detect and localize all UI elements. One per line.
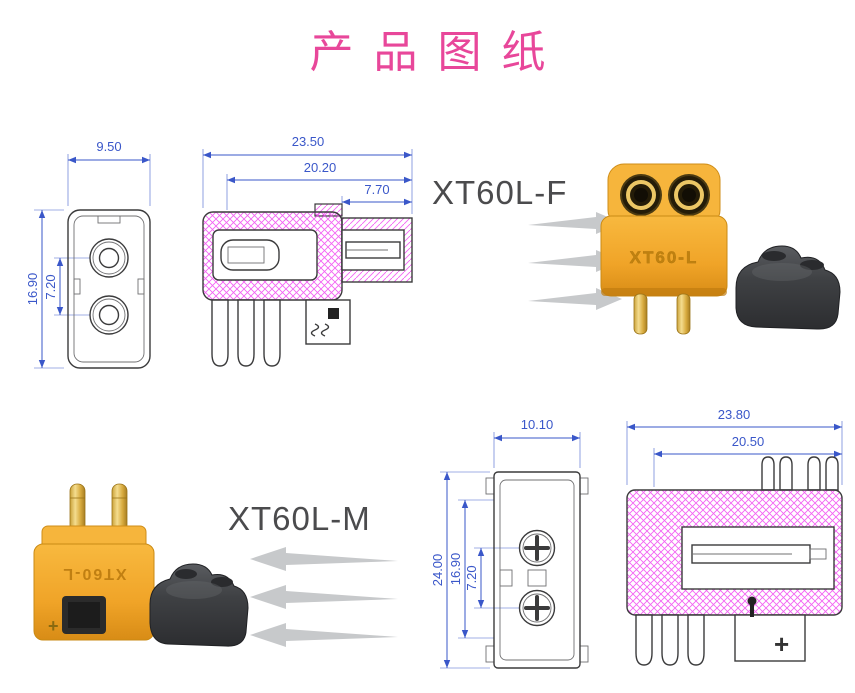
male-body-marking: XT60-L [61, 565, 126, 582]
arrow-left-icon [250, 623, 398, 647]
male-polarity-mark: + [48, 616, 59, 636]
dim-female-width: 9.50 [96, 139, 121, 154]
female-connector-photo: XT60-L [600, 163, 728, 335]
connector-body: XT60-L [600, 163, 728, 297]
female-arrows [528, 212, 622, 310]
cap-hole [175, 569, 197, 579]
male-front-outline [485, 471, 589, 669]
male-part-label: XT60L-M [228, 500, 371, 537]
dim-male-body-height: 16.90 [448, 553, 463, 586]
male-front-view-drawing: 10.10 24.00 16.90 7.20 [430, 417, 589, 669]
cap-hole [762, 251, 786, 261]
female-body-marking: XT60-L [630, 248, 699, 267]
gold-pin [69, 483, 128, 533]
female-front-outline [67, 209, 151, 369]
cap-hole [800, 260, 824, 270]
female-front-view-drawing: 9.50 16.90 7.20 [25, 139, 151, 369]
dim-female-body: 20.20 [304, 160, 337, 175]
dim-female-pitch: 7.20 [43, 274, 58, 299]
cap-hole [211, 577, 233, 587]
male-section-view-drawing: 23.80 20.50 + [626, 407, 843, 666]
male-section-polarity-mark: + [774, 629, 789, 659]
rubber-cap-photo [735, 245, 841, 330]
female-section-view-drawing: 23.50 20.20 7.70 [202, 134, 413, 367]
dim-female-height: 16.90 [25, 273, 40, 306]
cap-body [149, 563, 249, 647]
page-title: 产品图纸 [309, 28, 566, 77]
dim-female-overall: 23.50 [292, 134, 325, 149]
arrow-left-icon [250, 547, 398, 571]
connector-body: XT60-L + [33, 525, 155, 641]
dim-male-height: 24.00 [430, 554, 445, 587]
cap-highlight [752, 263, 812, 281]
male-section-outline: + [626, 456, 843, 666]
cap-highlight [166, 581, 222, 599]
male-arrows [250, 547, 398, 647]
gold-pin [633, 293, 691, 335]
dim-male-width: 10.10 [521, 417, 554, 432]
dim-male-overall: 23.80 [718, 407, 751, 422]
key-slot-inner [68, 602, 100, 628]
dim-male-body-length: 20.50 [732, 434, 765, 449]
arrow-right-icon [528, 250, 622, 272]
socket-hole [620, 174, 662, 216]
arrow-right-icon [528, 212, 622, 234]
female-section-outline [202, 203, 413, 367]
female-part-label: XT60L-F [432, 174, 568, 211]
arrow-right-icon [528, 288, 622, 310]
rubber-cap-photo [149, 563, 249, 647]
arrow-left-icon [250, 585, 398, 609]
dim-female-tip: 7.70 [364, 182, 389, 197]
dim-male-pitch: 7.20 [464, 565, 479, 590]
socket-hole [668, 174, 710, 216]
cap-body [735, 245, 841, 330]
male-connector-photo: XT60-L + [33, 483, 155, 641]
